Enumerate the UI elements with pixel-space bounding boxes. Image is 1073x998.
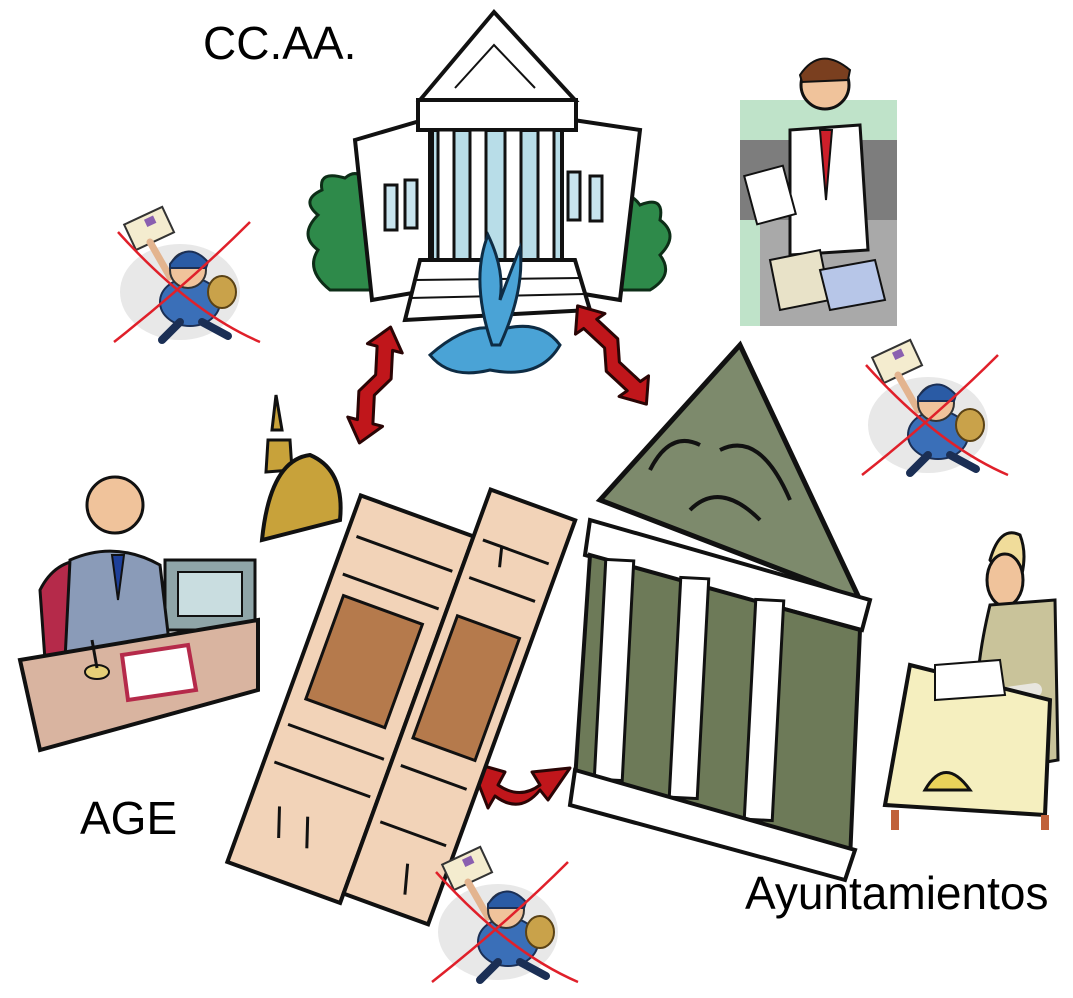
- ayuntamientos-building-icon: [567, 340, 873, 883]
- crossed-out-postman-icon: [862, 340, 1008, 475]
- crossed-out-postman-icon: [114, 207, 260, 342]
- arrow-age-ayuntamientos: [468, 760, 572, 810]
- crossed-out-postman-icon: [432, 847, 578, 982]
- label-ayuntamientos: Ayuntamientos: [745, 867, 1049, 919]
- age-building-icon: [224, 394, 578, 927]
- arrow-ccaa-ayuntamientos: [561, 294, 663, 416]
- arrow-ccaa-age: [340, 320, 410, 450]
- official-at-desk-icon: [17, 475, 260, 753]
- label-age: AGE: [80, 792, 178, 844]
- clerk-with-bell-icon: [882, 531, 1060, 830]
- label-ccaa: CC.AA.: [203, 17, 357, 69]
- ccaa-building-icon: [306, 8, 672, 375]
- clerk-with-papers-icon: [740, 57, 897, 326]
